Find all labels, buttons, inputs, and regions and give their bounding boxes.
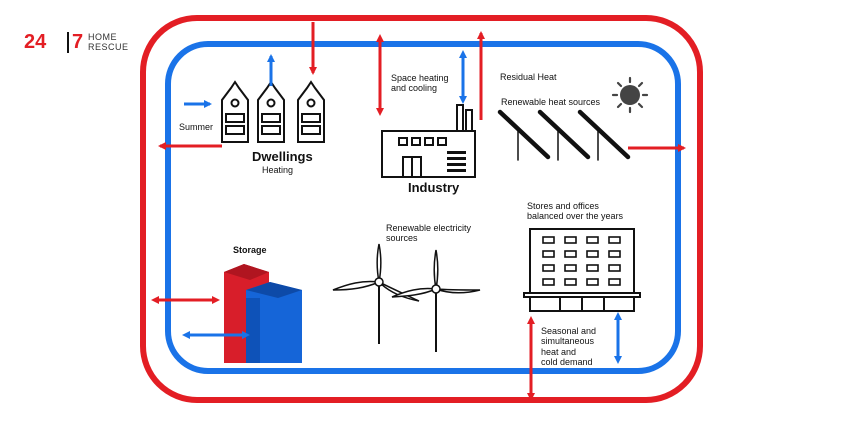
label-summer: Summer xyxy=(179,122,214,132)
factory-icon xyxy=(381,104,476,178)
label-residual-heat: Residual Heat xyxy=(500,72,557,82)
cold-loop xyxy=(165,41,681,374)
label-dwellings: Dwellings xyxy=(252,149,313,164)
brand-number-left: 24 xyxy=(24,31,47,53)
label-stores-offices: Stores and offices balanced over the yea… xyxy=(527,201,624,222)
factory-vent xyxy=(447,151,466,172)
label-storage: Storage xyxy=(233,245,267,255)
label-renewable-heat: Renewable heat sources xyxy=(501,97,601,107)
label-industry: Industry xyxy=(408,180,460,195)
brand-number-right: 7 xyxy=(72,31,84,53)
brand-word-top: HOME xyxy=(88,32,117,42)
office-windows xyxy=(542,236,621,286)
house-icon xyxy=(221,80,325,143)
wind-turbine-icon xyxy=(332,243,481,352)
brand-divider xyxy=(67,32,69,53)
brand-word-bottom: RESCUE xyxy=(88,42,129,52)
label-space-heating: Space heating and cooling xyxy=(391,73,449,94)
sun-icon xyxy=(611,76,649,114)
storage-tank-icon xyxy=(224,264,302,363)
office-building-icon xyxy=(523,228,641,312)
label-seasonal-demand: Seasonal and simultaneous heat and cold … xyxy=(541,326,597,368)
warm-loop xyxy=(140,15,703,403)
label-renewable-electricity: Renewable electricity sources xyxy=(386,223,472,244)
solar-panel-icon xyxy=(497,109,631,161)
flow-arrows xyxy=(151,22,686,401)
label-heating: Heating xyxy=(262,165,294,175)
